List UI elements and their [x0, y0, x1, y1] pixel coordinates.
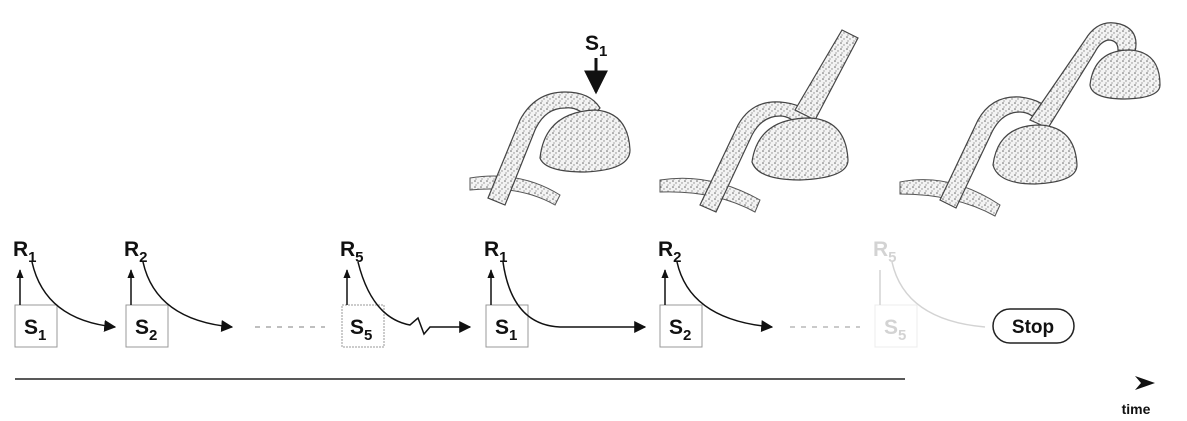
step-4: S1 R1	[484, 238, 645, 347]
top-signal-label: S1	[585, 32, 607, 60]
step-5: S2 R2	[658, 238, 772, 347]
response-label-1: R1	[13, 238, 37, 266]
response-label-6: R5	[873, 238, 897, 266]
response-label-2: R2	[124, 238, 148, 266]
tube-bulb-1	[540, 110, 630, 172]
step-6: S5 R5	[873, 238, 985, 347]
stop-node: Stop	[993, 309, 1074, 343]
tube-branch-2	[795, 30, 858, 120]
response-label-4: R1	[484, 238, 508, 266]
step-3: S5 R5	[340, 238, 470, 347]
response-label-3: R5	[340, 238, 364, 266]
tube-illustration-1	[470, 92, 630, 205]
time-arrow	[1135, 376, 1155, 390]
tube-illustration-2	[660, 30, 858, 212]
top-signal-marker: S1	[585, 32, 607, 92]
response-label-5: R2	[658, 238, 682, 266]
step-1: S1 R1	[13, 238, 115, 347]
tube-illustration-3	[900, 23, 1160, 216]
step-2: S2 R2	[124, 238, 232, 347]
tube-bulb-3b	[1090, 50, 1160, 99]
tube-bulb-2	[752, 118, 848, 180]
stop-label: Stop	[1012, 317, 1054, 338]
tube-bulb-3a	[993, 125, 1077, 184]
time-label: time	[1122, 401, 1151, 417]
